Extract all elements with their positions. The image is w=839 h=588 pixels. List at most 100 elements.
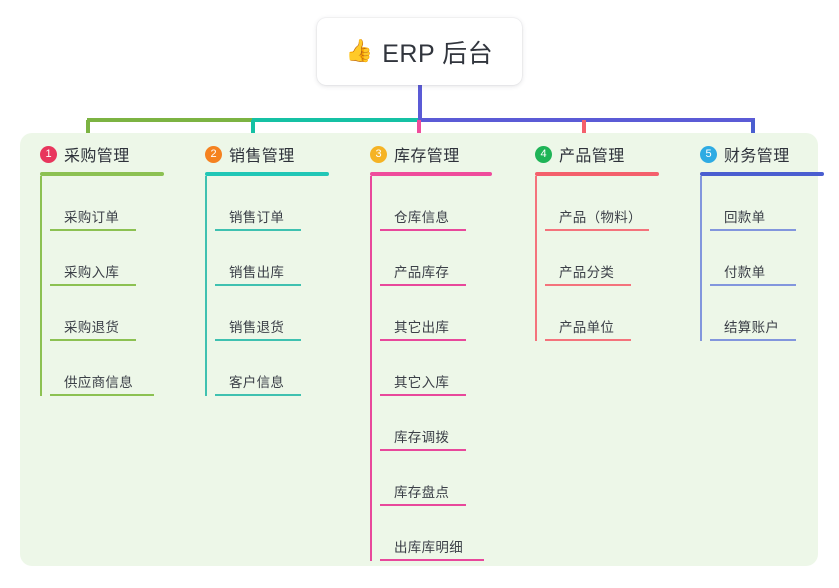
branch-item-label: 采购订单 — [64, 210, 120, 225]
thumbs-up-icon: 👍 — [345, 37, 374, 63]
branch-item[interactable]: 其它入库 — [380, 341, 515, 396]
branch-item-rule — [215, 284, 301, 286]
branch-item-rule — [50, 394, 154, 396]
branch-items-sales: 销售订单销售出库销售退货客户信息 — [205, 176, 350, 396]
branch-item[interactable]: 仓库信息 — [380, 176, 515, 231]
branch-title: 销售管理 — [229, 148, 295, 165]
branch-items-inventory: 仓库信息产品库存其它出库其它入库库存调拨库存盘点出库库明细 — [370, 176, 515, 561]
branch-item[interactable]: 产品（物料） — [545, 176, 680, 231]
branch-panel — [20, 133, 818, 566]
branch-spine — [700, 176, 702, 341]
branch-column-sales: 2 销售管理销售订单销售出库销售退货客户信息 — [185, 133, 350, 566]
branch-item-rule — [710, 229, 796, 231]
branch-header-rule — [535, 172, 659, 176]
branch-item-label: 结算账户 — [724, 320, 780, 335]
branch-item-rule — [215, 339, 301, 341]
branch-item[interactable]: 产品库存 — [380, 231, 515, 286]
branch-item[interactable]: 采购退货 — [50, 286, 185, 341]
branch-number-badge: 5 — [700, 145, 717, 163]
branch-item-label: 库存调拨 — [394, 430, 450, 445]
branch-item-rule — [50, 284, 136, 286]
branch-number-badge: 2 — [205, 145, 222, 163]
branch-title: 财务管理 — [724, 148, 790, 165]
branch-item-label: 供应商信息 — [64, 375, 133, 390]
branch-spine — [205, 176, 207, 396]
branch-item-rule — [380, 504, 466, 506]
branch-item[interactable]: 销售退货 — [215, 286, 350, 341]
branch-item-label: 回款单 — [724, 210, 766, 225]
branch-items-purchase: 采购订单采购入库采购退货供应商信息 — [40, 176, 185, 396]
branch-item-rule — [545, 229, 649, 231]
branch-item-rule — [50, 339, 136, 341]
branch-item[interactable]: 结算账户 — [710, 286, 824, 341]
branch-item[interactable]: 出库库明细 — [380, 506, 515, 561]
branch-item[interactable]: 销售订单 — [215, 176, 350, 231]
branch-item-rule — [380, 449, 466, 451]
branch-items-finance: 回款单付款单结算账户 — [700, 176, 824, 341]
branch-item-rule — [710, 284, 796, 286]
branch-item-label: 销售退货 — [229, 320, 285, 335]
branch-number-badge: 4 — [535, 145, 552, 163]
branch-item-label: 产品（物料） — [559, 210, 642, 225]
branch-spine — [40, 176, 42, 396]
branch-item-label: 销售出库 — [229, 265, 285, 280]
branch-item[interactable]: 客户信息 — [215, 341, 350, 396]
branch-column-finance: 5 财务管理回款单付款单结算账户 — [680, 133, 824, 566]
branch-item-rule — [380, 284, 466, 286]
branch-number-badge: 3 — [370, 145, 387, 163]
branch-item-rule — [380, 394, 466, 396]
branch-spine — [370, 176, 372, 561]
branch-item-label: 产品库存 — [394, 265, 450, 280]
root-title: ERP 后台 — [382, 39, 494, 68]
branch-item-rule — [215, 394, 301, 396]
branch-item-label: 客户信息 — [229, 375, 285, 390]
branch-column-inventory: 3 库存管理仓库信息产品库存其它出库其它入库库存调拨库存盘点出库库明细 — [350, 133, 515, 566]
branch-title: 库存管理 — [394, 148, 460, 165]
branch-item-rule — [50, 229, 136, 231]
branch-item-label: 采购入库 — [64, 265, 120, 280]
branch-spine — [535, 176, 537, 341]
branch-number-badge: 1 — [40, 145, 57, 163]
root-node[interactable]: 👍 ERP 后台 — [317, 18, 522, 85]
branch-header-finance[interactable]: 5 财务管理 — [700, 133, 824, 167]
branch-item[interactable]: 其它出库 — [380, 286, 515, 341]
branch-item-label: 付款单 — [724, 265, 766, 280]
branch-header-rule — [40, 172, 164, 176]
branch-header-rule — [700, 172, 824, 176]
branch-item[interactable]: 库存盘点 — [380, 451, 515, 506]
branch-item-label: 出库库明细 — [394, 540, 463, 555]
branch-item-label: 仓库信息 — [394, 210, 450, 225]
branch-item-label: 产品单位 — [559, 320, 615, 335]
branch-item-label: 其它入库 — [394, 375, 450, 390]
branch-item[interactable]: 回款单 — [710, 176, 824, 231]
branch-item-label: 销售订单 — [229, 210, 285, 225]
branch-column-purchase: 1 采购管理采购订单采购入库采购退货供应商信息 — [20, 133, 185, 566]
branch-item-rule — [380, 559, 484, 561]
branch-header-inventory[interactable]: 3 库存管理 — [370, 133, 515, 167]
branch-item[interactable]: 库存调拨 — [380, 396, 515, 451]
branch-header-sales[interactable]: 2 销售管理 — [205, 133, 350, 167]
branch-item-label: 采购退货 — [64, 320, 120, 335]
branch-item[interactable]: 产品分类 — [545, 231, 680, 286]
branch-header-purchase[interactable]: 1 采购管理 — [40, 133, 185, 167]
branch-item[interactable]: 产品单位 — [545, 286, 680, 341]
branch-item[interactable]: 供应商信息 — [50, 341, 185, 396]
branch-header-rule — [370, 172, 492, 176]
branch-item-rule — [380, 229, 466, 231]
branch-item-rule — [545, 284, 631, 286]
branch-header-rule — [205, 172, 329, 176]
branch-item-rule — [710, 339, 796, 341]
branch-item-label: 产品分类 — [559, 265, 615, 280]
branch-item-rule — [545, 339, 631, 341]
branch-item[interactable]: 采购订单 — [50, 176, 185, 231]
branch-item[interactable]: 采购入库 — [50, 231, 185, 286]
branch-item[interactable]: 付款单 — [710, 231, 824, 286]
branch-items-product: 产品（物料） 产品分类产品单位 — [535, 176, 680, 341]
branch-columns: 1 采购管理采购订单采购入库采购退货供应商信息 2 销售管理销售订单销售出库销售退货客… — [20, 133, 824, 566]
branch-item-label: 库存盘点 — [394, 485, 450, 500]
branch-title: 采购管理 — [64, 148, 130, 165]
branch-item[interactable]: 销售出库 — [215, 231, 350, 286]
